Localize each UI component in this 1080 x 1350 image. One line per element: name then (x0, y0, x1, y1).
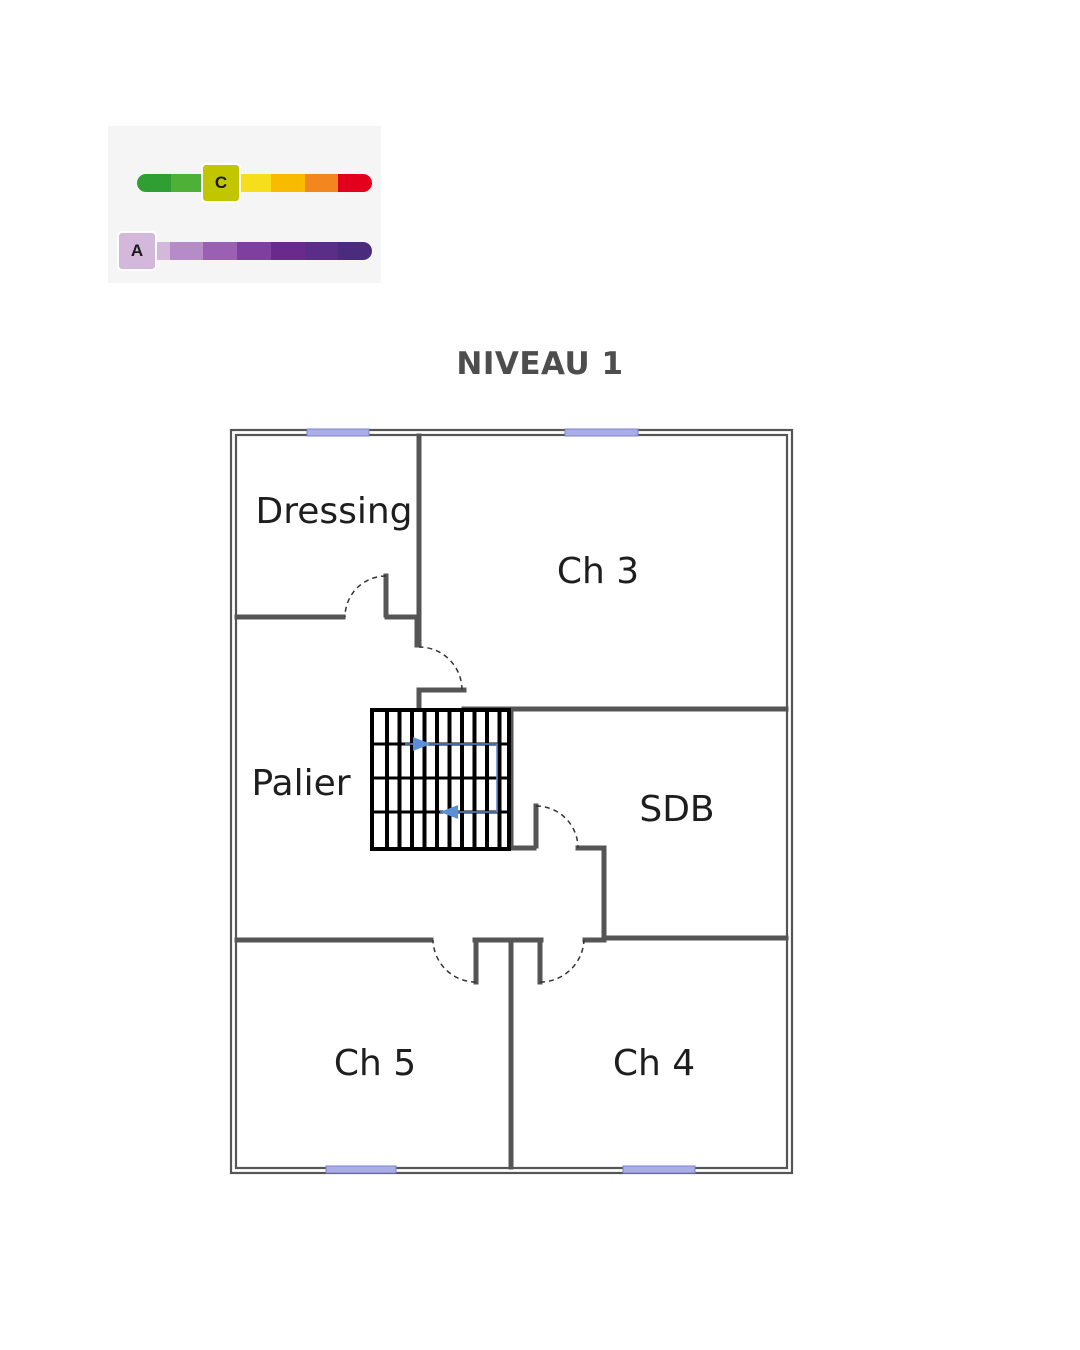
ges-scale-segment (338, 242, 372, 260)
door-swings (344, 575, 585, 983)
dpe-scale-segment (237, 174, 272, 192)
page-title: NIVEAU 1 (456, 346, 624, 382)
door-ch3-swing (418, 646, 463, 691)
stair-arrow-up (413, 737, 431, 751)
dpe-scale-segment (304, 174, 339, 192)
dpe-scale-segment (137, 174, 171, 192)
staircase (370, 708, 511, 851)
door-ch5-swing (432, 939, 477, 983)
interior-walls (234, 433, 789, 1170)
ges-scale-segment (270, 242, 305, 260)
dpe-rating-badge: C (201, 163, 241, 203)
stair-direction-path (405, 743, 498, 813)
window-ch3 (564, 428, 639, 437)
ges-scale-segment (237, 242, 271, 260)
room-label-ch5: Ch 5 (334, 1043, 416, 1084)
room-label-ch3: Ch 3 (557, 551, 639, 592)
windows (306, 428, 696, 1174)
outer-wall-outline (229, 428, 794, 1175)
energy-rating-panel: C A (108, 126, 381, 283)
room-label-palier: Palier (251, 763, 350, 804)
door-sdb-swing (535, 805, 579, 849)
dpe-scale-segment (338, 174, 372, 192)
ges-scale-bar (136, 242, 372, 260)
dpe-energy-scale: C (108, 161, 381, 205)
ges-rating-badge: A (117, 231, 157, 271)
ges-scale-segment (169, 242, 204, 260)
ges-scale-segment (304, 242, 339, 260)
room-label-sdb: SDB (639, 789, 714, 830)
ges-scale-segment (203, 242, 238, 260)
window-ch4 (622, 1165, 696, 1174)
door-dressing-swing (344, 575, 387, 618)
stair-arrow-down (440, 805, 458, 819)
dpe-scale-segment (271, 174, 305, 192)
room-label-dressing: Dressing (255, 491, 412, 532)
window-ch5 (325, 1165, 397, 1174)
dpe-scale-segment (170, 174, 205, 192)
room-label-ch4: Ch 4 (613, 1043, 695, 1084)
window-dressing (306, 428, 370, 437)
ges-emission-scale: A (108, 229, 381, 273)
door-ch4-swing (539, 939, 585, 983)
